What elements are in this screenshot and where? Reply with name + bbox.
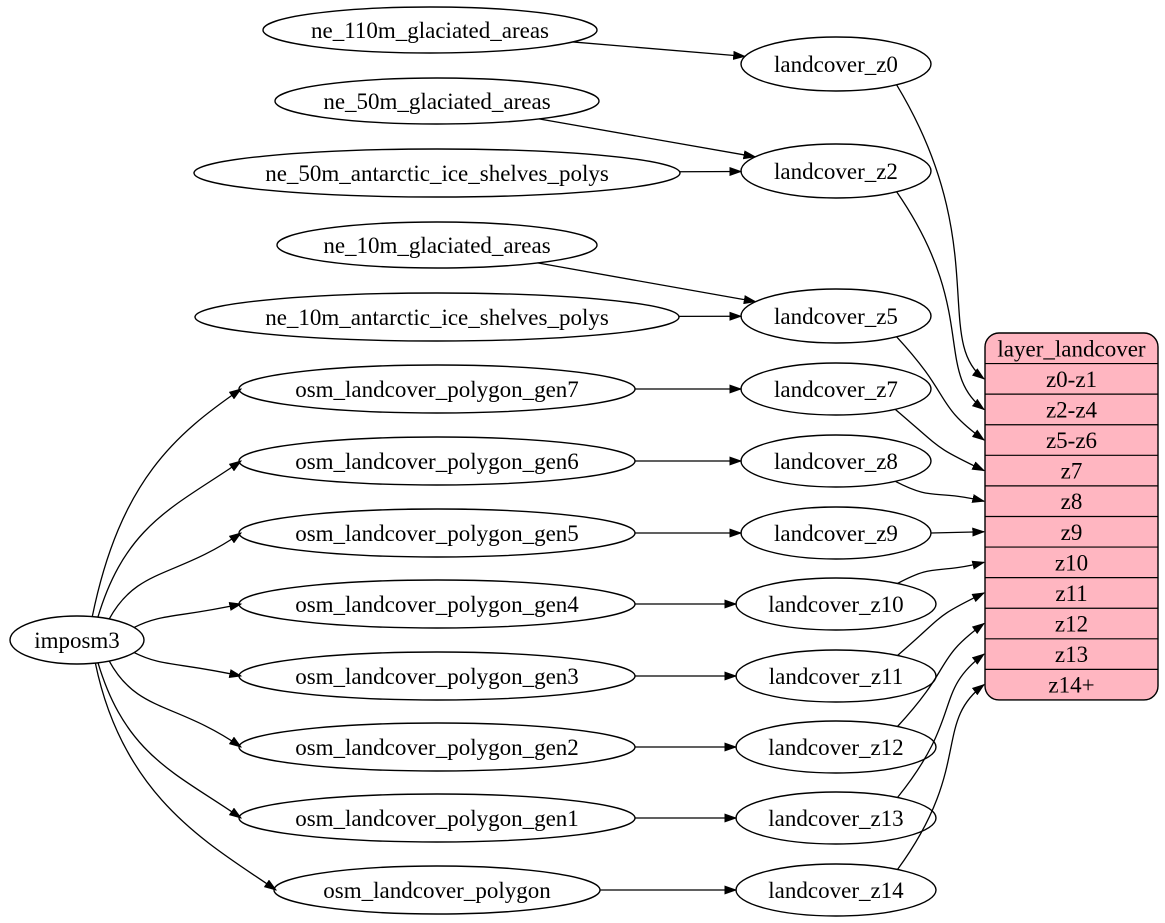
node-ellipse: [274, 77, 600, 125]
node-label: landcover_z8: [774, 449, 898, 474]
edge-imposm3--osm_landcover_polygon_gen1: [97, 662, 243, 819]
edge-imposm3--osm_landcover_polygon: [94, 662, 278, 891]
node-osm_landcover_polygon_gen7: osm_landcover_polygon_gen7: [238, 364, 636, 414]
node-label: osm_landcover_polygon_gen1: [295, 806, 579, 831]
node-landcover_z5: landcover_z5: [740, 288, 932, 344]
node-ne_50m_glaciated_areas: ne_50m_glaciated_areas: [274, 77, 600, 125]
edge-landcover_z12--layer_landcover-z12: [897, 622, 986, 727]
node-label: osm_landcover_polygon_gen4: [295, 592, 579, 617]
edge-ne_50m_glaciated_areas--landcover_z2: [538, 118, 757, 160]
edge-landcover_z11--layer_landcover-z11: [897, 592, 986, 656]
node-label: landcover_z12: [768, 735, 903, 760]
node-label: ne_110m_glaciated_areas: [311, 18, 549, 43]
edge-landcover_z8--layer_landcover-z8: [894, 480, 986, 503]
node-ellipse: [276, 221, 598, 269]
edge-landcover_z13--layer_landcover-z13: [896, 653, 986, 798]
edge-imposm3--osm_landcover_polygon_gen2: [108, 660, 243, 748]
node-label: landcover_z10: [768, 592, 903, 617]
node-label: osm_landcover_polygon_gen5: [295, 521, 579, 546]
edge-landcover_z5--layer_landcover-z5-z6: [896, 336, 986, 441]
record-row-z9: z9: [1061, 520, 1083, 545]
edge-landcover_z9--layer_landcover-z9: [930, 527, 986, 537]
record-row-z8: z8: [1061, 489, 1083, 514]
record-row-z7: z7: [1061, 459, 1083, 484]
record-row-z5-z6: z5-z6: [1046, 428, 1097, 453]
node-landcover_z13: landcover_z13: [735, 791, 937, 845]
node-osm_landcover_polygon_gen5: osm_landcover_polygon_gen5: [238, 508, 636, 558]
node-osm_landcover_polygon_gen3: osm_landcover_polygon_gen3: [238, 651, 636, 701]
node-osm_landcover_polygon_gen2: osm_landcover_polygon_gen2: [238, 722, 636, 772]
record-row-z12: z12: [1055, 612, 1088, 637]
node-label: landcover_z7: [774, 377, 898, 402]
edge-imposm3--osm_landcover_polygon_gen4: [133, 602, 243, 629]
node-label: osm_landcover_polygon_gen7: [295, 377, 579, 402]
edge-landcover_z10--layer_landcover-z10: [897, 560, 986, 585]
node-ne_10m_glaciated_areas: ne_10m_glaciated_areas: [276, 221, 598, 269]
node-label: landcover_z2: [774, 159, 898, 184]
record-row-z2-z4: z2-z4: [1046, 397, 1098, 422]
edge-imposm3--osm_landcover_polygon_gen3: [133, 651, 243, 678]
node-label: osm_landcover_polygon_gen3: [295, 664, 579, 689]
node-label: landcover_z5: [774, 304, 898, 329]
node-landcover_z11: landcover_z11: [735, 649, 937, 703]
node-landcover_z0: landcover_z0: [740, 36, 932, 92]
node-label: ne_10m_antarctic_ice_shelves_polys: [265, 305, 609, 330]
node-label: osm_landcover_polygon: [323, 878, 551, 903]
edge-ne_10m_glaciated_areas--landcover_z5: [537, 262, 757, 305]
node-osm_landcover_polygon: osm_landcover_polygon: [273, 865, 601, 915]
record-layer_landcover: layer_landcover z0-z1 z2-z4 z5-z6 z7 z8 z9 z10 z…: [984, 332, 1159, 701]
node-landcover_z7: landcover_z7: [740, 362, 932, 416]
edge-landcover_z2--layer_landcover-z2-z4: [896, 191, 986, 411]
node-label: landcover_z9: [774, 521, 898, 546]
edge-imposm3--osm_landcover_polygon_gen6: [97, 460, 243, 618]
node-label: landcover_z0: [774, 52, 898, 77]
node-ne_10m_antarctic_ice_shelves_polys: ne_10m_antarctic_ice_shelves_polys: [194, 292, 680, 342]
node-label: landcover_z13: [768, 806, 903, 831]
node-ellipse: [193, 148, 681, 198]
edge-imposm3--osm_landcover_polygon_gen5: [108, 532, 243, 620]
record-row-z13: z13: [1055, 642, 1088, 667]
node-landcover_z14: landcover_z14: [735, 863, 937, 917]
record-row-z0-z1: z0-z1: [1046, 367, 1097, 392]
edge-imposm3--osm_landcover_polygon_gen7: [91, 388, 243, 617]
node-label: ne_50m_glaciated_areas: [323, 89, 550, 114]
node-ne_50m_antarctic_ice_shelves_polys: ne_50m_antarctic_ice_shelves_polys: [193, 148, 681, 198]
node-ne_110m_glaciated_areas: ne_110m_glaciated_areas: [262, 6, 598, 54]
node-landcover_z2: landcover_z2: [740, 143, 932, 199]
node-osm_landcover_polygon_gen1: osm_landcover_polygon_gen1: [238, 793, 636, 843]
node-label: landcover_z14: [768, 878, 904, 903]
node-label: ne_50m_antarctic_ice_shelves_polys: [265, 161, 609, 186]
node-osm_landcover_polygon_gen4: osm_landcover_polygon_gen4: [238, 579, 636, 629]
node-label: ne_10m_glaciated_areas: [323, 233, 550, 258]
edge-ne_110m_glaciated_areas--landcover_z0: [572, 41, 747, 60]
node-label: landcover_z11: [769, 664, 904, 689]
edge-landcover_z14--layer_landcover-z14+: [896, 683, 986, 870]
node-ellipse: [9, 615, 145, 665]
record-title: layer_landcover: [997, 336, 1145, 361]
node-label: osm_landcover_polygon_gen2: [295, 735, 579, 760]
node-landcover_z12: landcover_z12: [735, 720, 937, 774]
node-ellipse: [262, 6, 598, 54]
record-row-z11: z11: [1055, 581, 1087, 606]
node-label: imposm3: [34, 628, 120, 653]
node-imposm3: imposm3: [9, 615, 145, 665]
edge-landcover_z7--layer_landcover-z7: [894, 408, 986, 472]
node-ellipse: [740, 36, 932, 92]
node-landcover_z9: landcover_z9: [740, 506, 932, 560]
edge-landcover_z0--layer_landcover-z0-z1: [896, 84, 986, 380]
node-osm_landcover_polygon_gen6: osm_landcover_polygon_gen6: [238, 436, 636, 486]
record-row-z10: z10: [1055, 550, 1088, 575]
node-landcover_z10: landcover_z10: [735, 577, 937, 631]
record-row-z14+: z14+: [1048, 673, 1094, 698]
node-landcover_z8: landcover_z8: [740, 434, 932, 488]
node-label: osm_landcover_polygon_gen6: [295, 449, 579, 474]
